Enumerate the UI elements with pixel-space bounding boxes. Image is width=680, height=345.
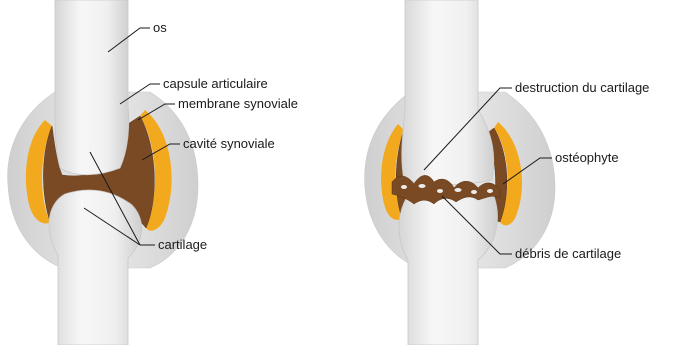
label-capsule: capsule articulaire: [163, 76, 268, 91]
label-osteophyte: ostéophyte: [555, 150, 619, 165]
healthy-joint: [8, 0, 198, 345]
arthritic-joint: [365, 0, 555, 345]
label-bone: os: [153, 20, 167, 35]
healthy-bone-upper: [55, 0, 129, 175]
label-cartilage: cartilage: [158, 237, 207, 252]
label-destruction: destruction du cartilage: [515, 80, 649, 95]
healthy-bone-lower: [49, 190, 142, 345]
label-cavity: cavité synoviale: [183, 136, 275, 151]
label-debris: débris de cartilage: [515, 246, 621, 261]
label-membrane: membrane synoviale: [178, 96, 298, 111]
